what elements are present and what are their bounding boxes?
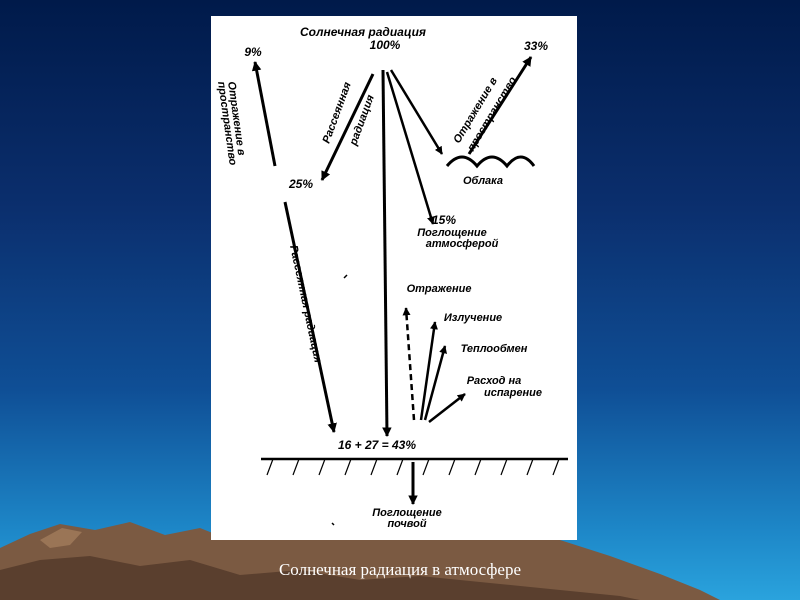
ground-hatches: [266, 458, 560, 476]
stray-mark-bottom: [331, 522, 335, 526]
emission-label: Излучение: [444, 312, 502, 324]
scattered-lower-arrow: [283, 201, 337, 433]
emission-arrow: [419, 321, 438, 421]
mountain-shade: [0, 556, 640, 600]
clouds-label: Облака: [463, 175, 503, 187]
atmosphere-label-1: Поглощение: [417, 227, 487, 239]
stray-mark: [343, 274, 348, 279]
source-title: Солнечная радиация: [300, 25, 426, 39]
scattered-upper-label-1: Рассеянная: [321, 80, 354, 145]
evaporation-arrow: [428, 393, 466, 423]
ground-surface: [261, 457, 568, 476]
direct-radiation-arrow: [381, 69, 392, 437]
evaporation-label-2: испарение: [484, 387, 542, 399]
soil-label-2: почвой: [387, 518, 426, 530]
heat-exchange-label: Теплообмен: [461, 343, 528, 355]
scattered-upper-arrow: [320, 73, 375, 181]
cloud-reflection-arrow: [467, 56, 533, 155]
diagram-card: Солнечная радиация 100% 9% Отражение в п…: [211, 16, 577, 540]
atmosphere-label-2: атмосферой: [426, 238, 499, 250]
surface-sum: 16 + 27 = 43%: [338, 438, 416, 452]
cloud-reflection-value: 33%: [524, 39, 548, 53]
atmosphere-absorption-arrow: [385, 71, 435, 225]
atmosphere-value: 15%: [432, 213, 456, 227]
mountain-highlight: [40, 528, 82, 548]
heat-exchange-arrow: [423, 345, 447, 421]
left-reflection-arrow: [251, 61, 277, 167]
source-value: 100%: [370, 38, 401, 52]
scattered-value: 25%: [288, 177, 313, 191]
reflection-label: Отражение: [407, 283, 472, 295]
scattered-lower-label: Рассеянная радиация: [287, 244, 324, 364]
slide-caption: Солнечная радиация в атмосфере: [278, 560, 522, 579]
left-reflection-value: 9%: [244, 45, 262, 59]
evaporation-label-1: Расход на: [467, 375, 522, 387]
clouds-shape: [445, 155, 536, 169]
soil-label-1: Поглощение: [372, 507, 442, 519]
solar-radiation-diagram: Солнечная радиация 100% 9% Отражение в п…: [215, 25, 568, 530]
reflection-arrow: [402, 307, 416, 421]
to-clouds-arrow: [389, 69, 444, 155]
